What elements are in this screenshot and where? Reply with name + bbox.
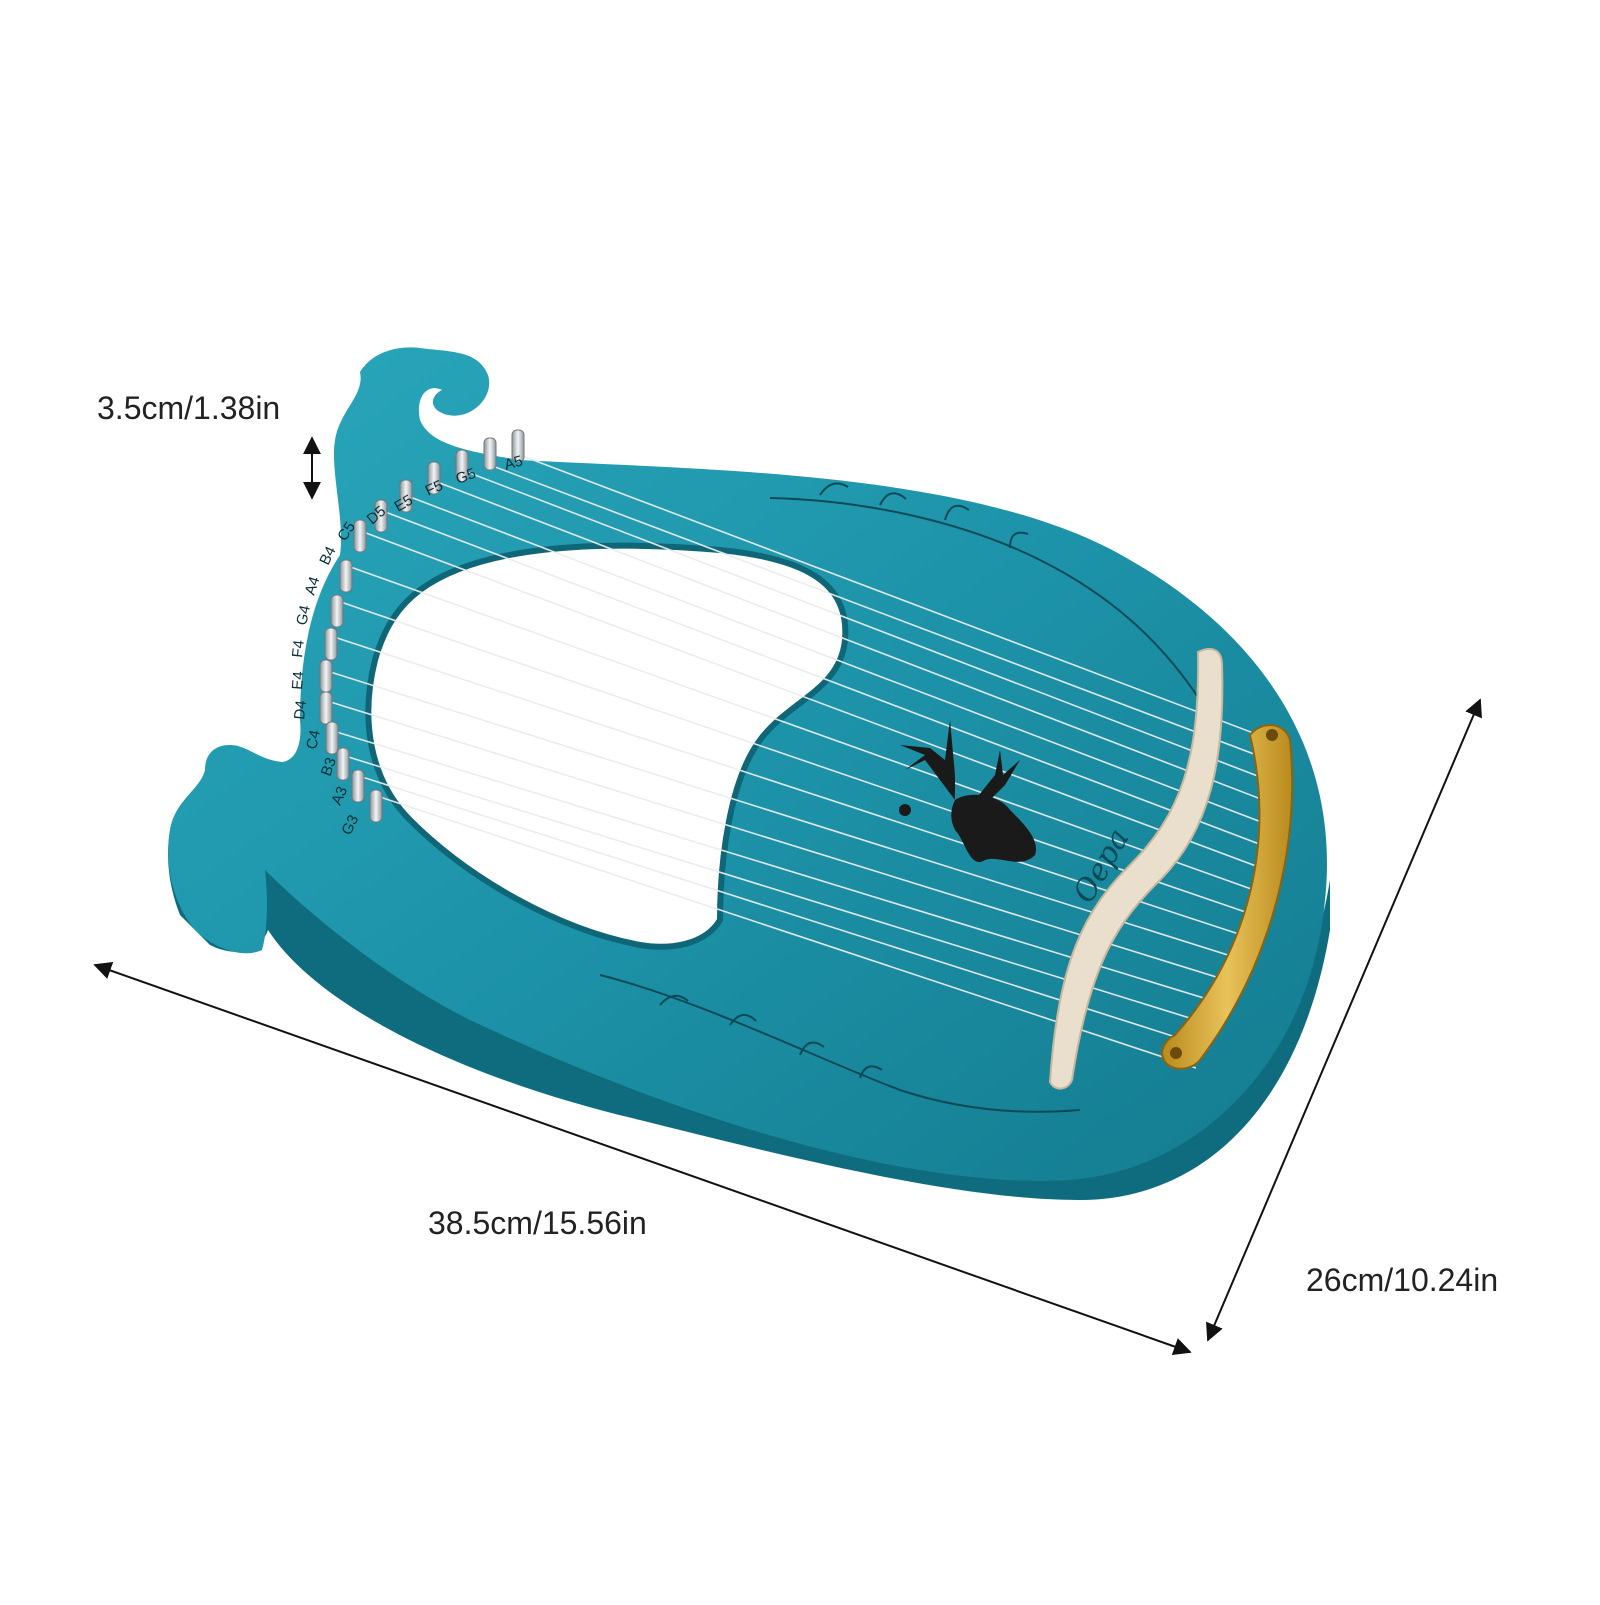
note-label: A3 xyxy=(328,784,351,808)
note-label: D4 xyxy=(291,700,310,721)
deer-emblem-icon xyxy=(899,720,1036,863)
width-dimension-arrow xyxy=(1206,698,1482,1342)
note-label: C4 xyxy=(303,729,324,751)
note-label: F5 xyxy=(423,477,446,500)
note-label: E5 xyxy=(392,492,416,516)
note-label: F4 xyxy=(289,639,308,658)
note-label: B3 xyxy=(318,755,340,778)
height-dimension-label: 3.5cm/1.38in xyxy=(97,390,281,426)
lyre-opening xyxy=(365,542,849,950)
note-label: E4 xyxy=(289,671,307,691)
note-label: B4 xyxy=(316,544,339,568)
note-label: A5 xyxy=(502,452,524,473)
length-dimension-label: 38.5cm/15.56in xyxy=(428,1205,647,1241)
tuning-pins xyxy=(319,429,525,823)
note-label: A4 xyxy=(302,575,324,598)
note-label: G5 xyxy=(454,465,479,488)
note-label: G4 xyxy=(293,604,314,627)
width-dimension-label: 26cm/10.24in xyxy=(1306,1262,1499,1298)
length-dimension-arrow xyxy=(93,961,1192,1356)
